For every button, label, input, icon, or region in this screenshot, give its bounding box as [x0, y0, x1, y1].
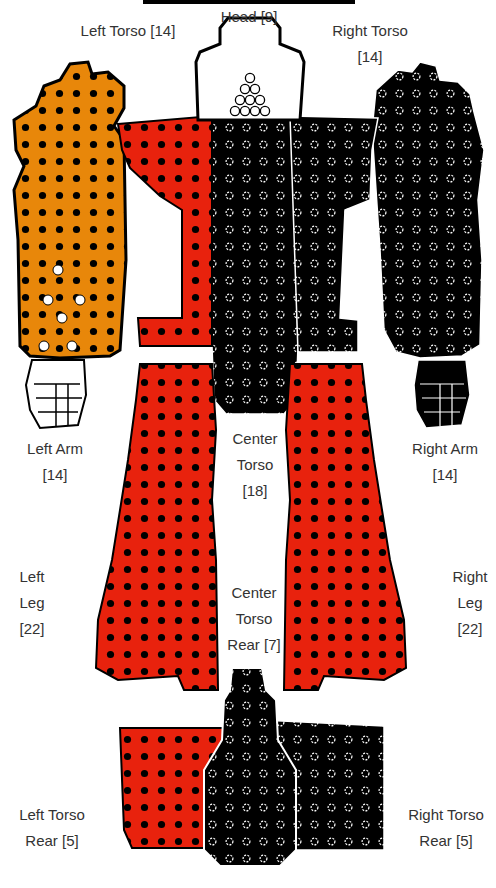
part-label: Left Leg [22]	[11, 564, 53, 642]
part-label: Right Leg [22]	[448, 564, 492, 642]
part-label: Center Torso [18]	[225, 426, 285, 504]
part-label: Left Torso Rear [5]	[10, 802, 94, 854]
part-label: Right Arm [14]	[405, 436, 485, 488]
part-label: Left Torso [14]	[78, 18, 178, 44]
part-label: Right Torso [14]	[320, 18, 420, 70]
part-label: Right Torso Rear [5]	[404, 802, 488, 854]
part-label: Center Torso Rear [7]	[222, 580, 286, 658]
part-label: Head [9]	[189, 4, 309, 30]
part-label: Left Arm [14]	[15, 436, 95, 488]
